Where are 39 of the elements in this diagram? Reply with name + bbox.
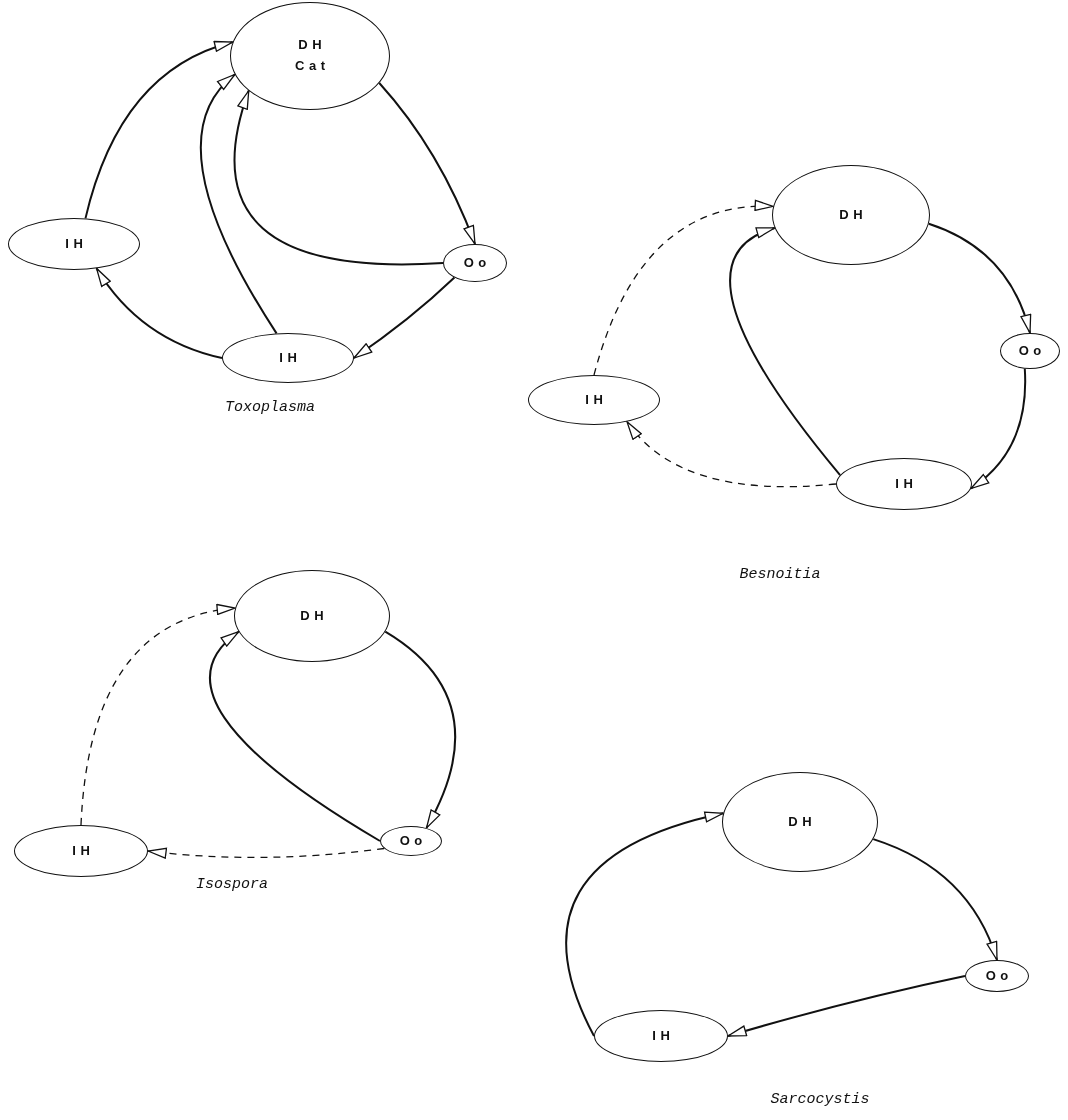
arrow [84, 41, 234, 220]
genus-caption: Besnoitia [739, 564, 821, 585]
node-label: IH [64, 234, 88, 253]
arrow [565, 812, 725, 1037]
arrow [626, 421, 837, 488]
node-label: Cat [293, 57, 330, 75]
host-ellipse [836, 458, 972, 510]
arrow [872, 838, 998, 961]
arrow [729, 226, 842, 477]
arrow [199, 73, 278, 335]
arrow [353, 276, 456, 359]
arrow [727, 975, 966, 1037]
arrow [378, 82, 476, 245]
node-label: IH [278, 348, 302, 367]
host-ellipse [380, 826, 442, 856]
node-label: Oo [984, 966, 1013, 985]
node-label: DH [299, 606, 329, 625]
node-label: DH [787, 812, 817, 831]
arrow [234, 89, 444, 266]
genus-caption: Toxoplasma [225, 397, 315, 418]
arrow [209, 630, 381, 842]
genus-caption: Sarcocystis [770, 1089, 870, 1110]
node-label: Oo [398, 831, 427, 850]
arrow [80, 604, 236, 826]
node-label: Oo [462, 253, 491, 272]
node-label: IH [651, 1026, 675, 1045]
host-ellipse [965, 960, 1029, 992]
host-ellipse [1000, 333, 1060, 369]
node-label: DH [838, 205, 868, 224]
arrow [95, 267, 223, 359]
node-label: IH [584, 390, 608, 409]
arrow [593, 200, 774, 376]
node-label: DH [297, 36, 327, 55]
node-label: IH [71, 841, 95, 860]
node-label: IH [894, 474, 918, 493]
node-label: Oo [1017, 341, 1046, 360]
arrow [384, 630, 457, 829]
arrow [927, 222, 1031, 334]
genus-caption: Isospora [196, 874, 268, 895]
